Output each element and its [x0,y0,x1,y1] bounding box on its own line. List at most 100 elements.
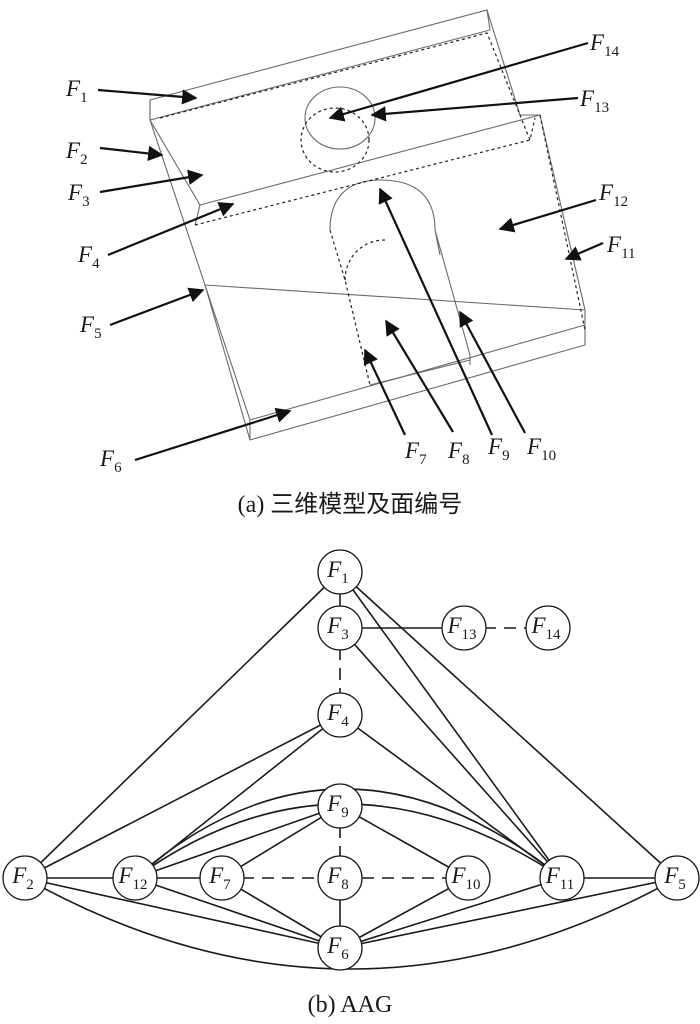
caption-b: (b) AAG [308,992,393,1018]
node-f9: F9 [317,783,363,829]
node-f10: F10 [445,855,491,901]
model-step-edges [149,9,586,311]
edge-f3-f11 [339,627,563,879]
node-circle-f14 [525,605,571,651]
label-f4: F4 [77,242,100,272]
node-f3: F3 [317,605,363,651]
hidden-right-edge [539,114,586,331]
node-f2: F2 [2,855,48,901]
label-f11: F11 [545,863,575,893]
edge-f6-f5 [339,877,678,949]
edge-f6-f7 [221,877,341,949]
node-circle-f12 [112,855,158,901]
label-f13: F13 [579,86,609,116]
node-circle-f8 [317,855,363,901]
edge-f6-f12 [134,877,341,949]
label-f12: F12 [117,863,147,893]
arrow-f7 [363,348,406,436]
label-f5: F5 [79,312,102,342]
edge-f9-f12 [134,805,341,879]
part-a-model [97,9,604,462]
label-f2: F2 [65,138,88,168]
node-f12: F12 [112,855,158,901]
arrow-f4 [107,202,235,257]
edge-f2-f5-arc [24,877,678,970]
label-f3: F3 [326,613,349,643]
arrow-f14 [328,41,589,122]
arrow-f6 [134,407,292,462]
label-f7: F7 [208,863,231,893]
node-circle-f3 [317,605,363,651]
label-f13: F13 [446,613,476,643]
node-f13: F13 [441,605,487,651]
model-left-edges [149,100,586,441]
label-f14: F14 [589,30,620,60]
arrow-f8 [385,319,454,433]
label-f7: F7 [404,438,427,468]
slot-visible-outline [329,179,471,365]
label-f5: F5 [663,863,686,893]
node-circle-f9 [317,783,363,829]
arrow-f9 [378,187,494,436]
edge-f1-f2 [24,571,341,879]
arrow-f3 [99,169,204,194]
label-f4: F4 [326,700,349,730]
node-f11: F11 [539,855,585,901]
node-circle-f13 [441,605,487,651]
node-f7: F7 [199,855,245,901]
node-f6: F6 [317,925,363,971]
node-circle-f11 [539,855,585,901]
label-f8: F8 [326,863,349,893]
edge-f4-f2 [24,714,341,879]
node-circle-f7 [199,855,245,901]
edge-f1-f5 [339,571,678,879]
edge-f1-f11 [339,571,563,879]
label-f1: F1 [65,76,88,106]
slot-hidden-outline [329,229,386,386]
arrow-f12 [498,198,597,233]
label-f6: F6 [326,933,349,963]
label-f9: F9 [487,434,510,464]
label-f6: F6 [99,446,122,476]
node-circle-f1 [317,549,363,595]
node-f8: F8 [317,855,363,901]
node-circle-f6 [317,925,363,971]
hole-top-circle [304,86,376,150]
model-front-face [204,284,586,440]
node-f1: F1 [317,549,363,595]
label-f10: F10 [450,863,480,893]
hidden-step-edge [194,139,531,226]
label-f9: F9 [326,791,349,821]
arrow-f11 [564,241,604,261]
node-f14: F14 [525,605,571,651]
label-f8: F8 [447,438,470,468]
arrow-f13 [370,96,579,122]
edge-f9-f7 [221,805,341,879]
node-circle-f4 [317,692,363,738]
node-f5: F5 [654,855,700,901]
node-f4: F4 [317,692,363,738]
arrow-f2 [99,145,164,162]
edge-f6-f10 [339,877,469,949]
slot-floor-line [369,359,471,386]
arrow-f1 [97,88,198,105]
label-f11: F11 [606,232,636,262]
arrow-f10 [459,310,526,434]
edge-f6-f2 [24,877,341,949]
hidden-top-edge [159,32,536,143]
edge-f9-f10 [339,805,469,879]
edge-f6-f11 [339,877,563,949]
node-circle-f5 [654,855,700,901]
top-face-upper-outline [149,9,491,121]
label-f3: F3 [67,180,90,210]
label-f12: F12 [598,180,628,210]
caption-a: (a) 三维模型及面编号 [238,491,463,518]
node-circle-f2 [2,855,48,901]
label-f2: F2 [11,863,34,893]
hole-bottom-circle-hidden [300,107,370,173]
node-circle-f10 [445,855,491,901]
label-f14: F14 [530,613,561,643]
